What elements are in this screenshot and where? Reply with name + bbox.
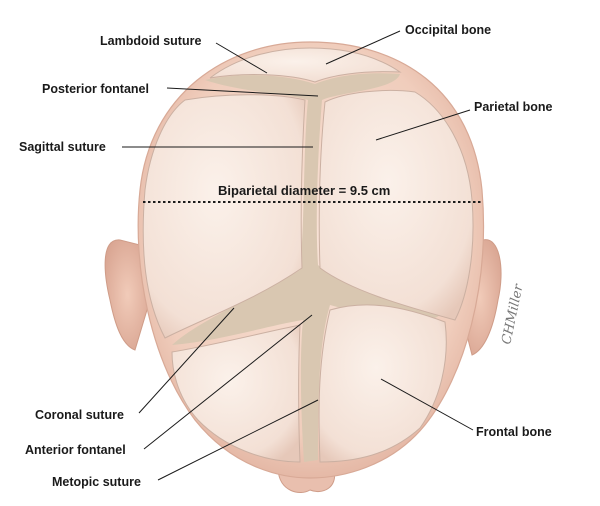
label-posterior-fontanel: Posterior fontanel — [42, 82, 149, 96]
suture-membrane — [172, 73, 440, 462]
label-occipital-bone: Occipital bone — [405, 23, 492, 37]
occipital-bone — [209, 47, 402, 83]
label-coronal-suture: Coronal suture — [35, 408, 124, 422]
label-sagittal-suture: Sagittal suture — [19, 140, 106, 154]
leader-coronal — [138, 307, 235, 414]
leader-frontal — [380, 378, 474, 431]
leader-lines — [122, 30, 474, 481]
frontal-bone-right — [318, 304, 447, 463]
leader-posterior-fontanel — [166, 87, 319, 97]
artist-signature: CHMiller — [499, 282, 527, 346]
leader-occipital — [325, 30, 401, 65]
left-ear — [104, 239, 151, 351]
leader-parietal — [375, 109, 471, 141]
label-biparietal-diameter: Biparietal diameter = 9.5 cm — [218, 183, 391, 198]
label-frontal-bone: Frontal bone — [476, 425, 552, 439]
label-anterior-fontanel: Anterior fontanel — [25, 443, 126, 457]
leader-anterior-fontanel — [143, 314, 313, 450]
leader-metopic — [157, 399, 319, 481]
leader-lambdoid — [215, 42, 268, 74]
label-parietal-bone: Parietal bone — [474, 100, 553, 114]
parietal-bone-right — [318, 90, 474, 321]
parietal-bone-left — [142, 94, 306, 339]
label-metopic-suture: Metopic suture — [52, 475, 141, 489]
label-lambdoid-suture: Lambdoid suture — [100, 34, 202, 48]
frontal-bone-left — [171, 324, 301, 463]
